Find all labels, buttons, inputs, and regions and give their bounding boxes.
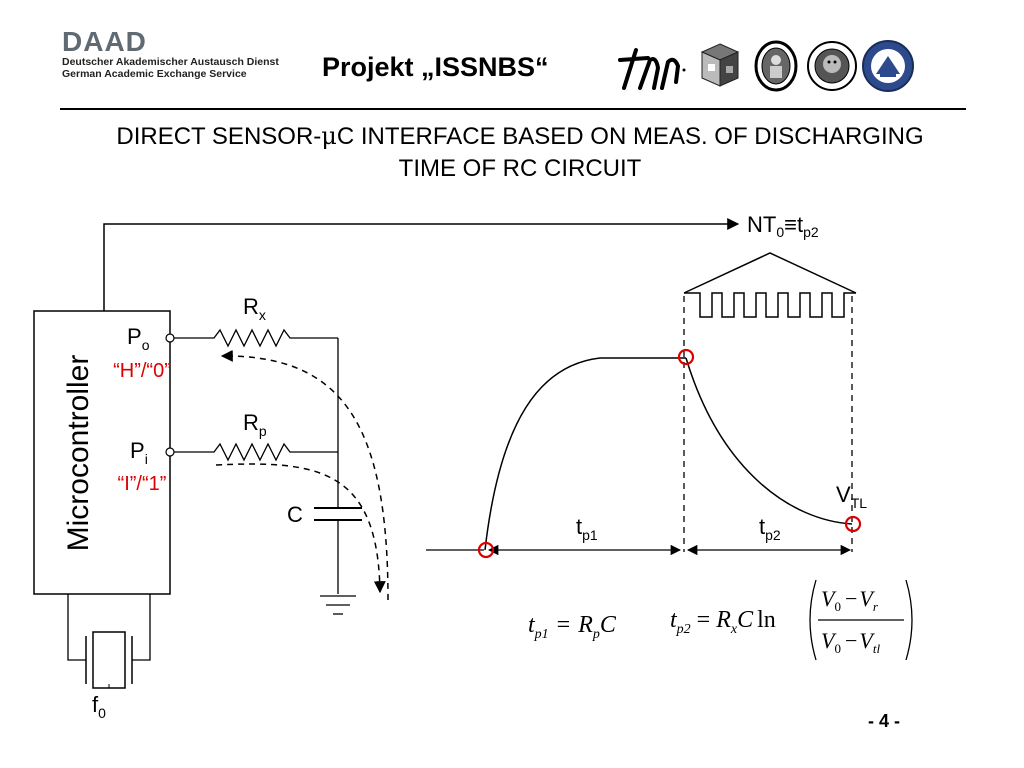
capacitor-label: C <box>287 502 303 527</box>
marker-charge-start <box>477 541 495 559</box>
gate-envelope <box>683 252 857 294</box>
vtl-label: VTL <box>836 482 867 511</box>
count-output-line <box>103 218 740 311</box>
resistor-rp-label: Rp <box>243 410 267 439</box>
partner-logos <box>618 40 914 92</box>
resistor-rp <box>174 442 338 462</box>
resistor-rx <box>174 328 338 348</box>
discharge-current-arrow <box>220 349 389 601</box>
daad-logo: DAAD <box>62 26 147 57</box>
port-o-pin <box>165 333 175 343</box>
svg-text:V0−Vr: V0−Vr <box>821 586 879 614</box>
count-label: NT0≡tp2 <box>747 212 819 240</box>
page-number: - 4 - <box>868 711 901 731</box>
svg-text:V0−Vtl: V0−Vtl <box>821 628 880 656</box>
port-o-states: “H”/“0” <box>113 360 171 382</box>
daad-line-2: German Academic Exchange Service <box>62 68 247 80</box>
th-logo-icon <box>618 48 686 90</box>
title-line-1: DIRECT SENSOR-μC INTERFACE BASED ON MEAS… <box>20 120 1020 153</box>
clock-label: f0 <box>92 692 106 721</box>
header-rule <box>60 108 966 110</box>
discharging-curve <box>685 357 853 525</box>
ground-icon <box>320 595 356 615</box>
clock-pulses <box>684 292 856 318</box>
formula-tp1: tp1=RpC <box>528 612 617 642</box>
project-title: Projekt „ISSNBS“ <box>322 52 549 82</box>
port-o-label: Po <box>127 324 150 353</box>
marker-discharge-start <box>677 348 695 366</box>
microcontroller-block <box>33 310 171 595</box>
marker-threshold <box>844 515 862 533</box>
resistor-rx-label: Rx <box>243 294 266 323</box>
port-i-pin <box>165 447 175 457</box>
banja-luka-seal-icon <box>862 40 914 92</box>
microcontroller-label: Microcontroller <box>62 355 95 552</box>
tp1-label: tp1 <box>576 514 598 543</box>
title-line-2: TIME OF RC CIRCUIT <box>398 155 642 182</box>
port-i-states: “I”/“1” <box>118 473 167 495</box>
daad-header: DAAD Deutscher Akademischer Austausch Di… <box>62 26 279 81</box>
tp2-label: tp2 <box>759 514 781 543</box>
univerzitet-nis-seal-icon <box>807 41 857 91</box>
crystal-oscillator <box>67 594 151 689</box>
daad-line-1: Deutscher Akademischer Austausch Dienst <box>62 56 279 68</box>
seal-logo-icon <box>754 40 798 92</box>
port-i-label: Pi <box>130 438 148 467</box>
cube-logo-icon <box>700 43 740 87</box>
title-mu: μ <box>321 122 337 150</box>
charge-current-arrow <box>215 463 386 594</box>
charging-curve <box>484 357 686 551</box>
title-suffix: C INTERFACE BASED ON MEAS. OF DISCHARGIN… <box>336 123 924 150</box>
slide-title: DIRECT SENSOR-μC INTERFACE BASED ON MEAS… <box>20 120 1020 185</box>
svg-text:tp1=RpC: tp1=RpC <box>528 612 617 642</box>
title-prefix: DIRECT SENSOR- <box>116 123 322 150</box>
